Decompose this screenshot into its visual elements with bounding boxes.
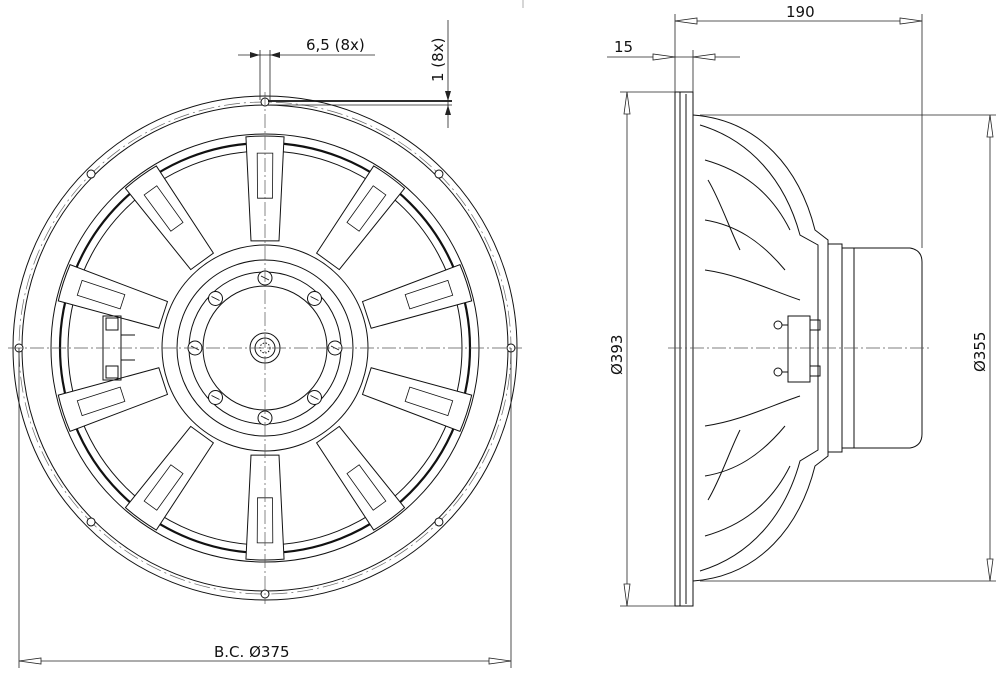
basket-spoke <box>57 263 169 329</box>
offset-dimension: 1 (8x) <box>268 20 452 128</box>
bolt-circle-label: B.C. Ø375 <box>214 643 290 661</box>
depth-label: 190 <box>786 3 815 21</box>
basket-spoke <box>315 425 406 531</box>
mounting-hole <box>86 169 96 179</box>
side-terminals <box>773 315 821 383</box>
side-view <box>668 91 930 607</box>
spoke-slot <box>346 185 387 232</box>
basket-spoke <box>57 367 169 433</box>
basket-spoke <box>245 454 285 561</box>
spoke-slot <box>256 497 274 544</box>
spoke-slot <box>143 185 184 232</box>
spoke-slot <box>76 279 126 310</box>
spoke-slot <box>256 152 274 199</box>
mounting-hole <box>434 169 444 179</box>
mounting-hole <box>434 517 444 527</box>
mounting-hole <box>86 517 96 527</box>
hole-dimension: 6,5 (8x) <box>238 36 375 100</box>
hole-diameter-label: 6,5 (8x) <box>306 36 365 54</box>
cutout-diameter-dimension: Ø355 <box>700 114 996 582</box>
spoke-slot <box>76 386 126 417</box>
spoke-slot <box>143 464 184 511</box>
basket-spokes <box>57 135 473 561</box>
basket-spoke <box>124 425 215 531</box>
mounting-holes <box>14 97 516 599</box>
flange <box>674 91 694 607</box>
bolt-circle-dimension: B.C. Ø375 <box>18 348 512 668</box>
outer-diameter-dimension: Ø393 <box>608 91 675 607</box>
cutout-diameter-label: Ø355 <box>971 332 989 372</box>
flange-thickness-dimension: 15 <box>607 38 740 92</box>
offset-label: 1 (8x) <box>429 38 447 82</box>
outer-diameter-label: Ø393 <box>608 335 626 375</box>
flange-thickness-label: 15 <box>614 38 633 56</box>
basket-spoke <box>361 367 473 433</box>
side-magnet <box>841 247 923 449</box>
spoke-slot <box>404 279 454 310</box>
depth-dimension: 190 <box>674 3 923 248</box>
basket-spoke <box>361 263 473 329</box>
spoke-slot <box>404 386 454 417</box>
spoke-slot <box>346 464 387 511</box>
front-view <box>8 92 522 604</box>
basket-spoke <box>315 165 406 271</box>
basket-spoke <box>124 165 215 271</box>
